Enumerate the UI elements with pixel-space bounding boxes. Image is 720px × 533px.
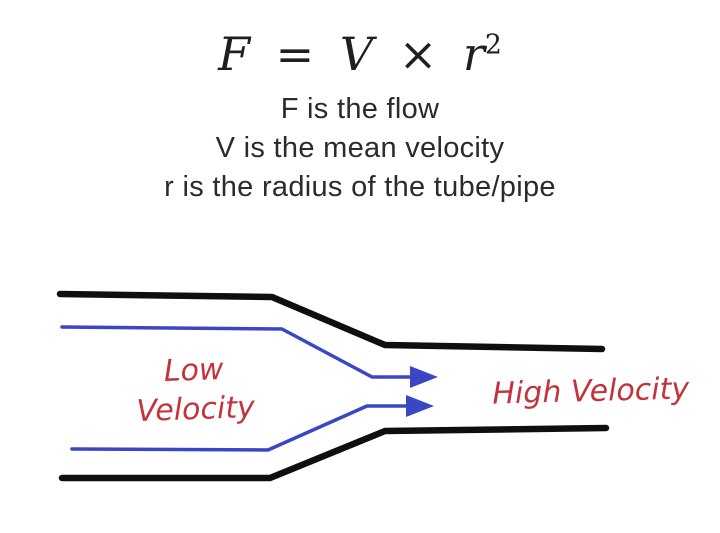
formula-flow-variable: F: [218, 27, 251, 81]
pipe-top-wall: [56, 290, 606, 353]
formula-velocity-variable: V: [339, 27, 374, 81]
formula-exponent: 2: [484, 29, 502, 61]
high-velocity-label: High Velocity: [492, 371, 691, 411]
low-velocity-label-line1: Low: [163, 352, 224, 389]
definitions-list: F is the flow V is the mean velocity r i…: [0, 90, 720, 207]
formula-block: F = V × r2 F is the flow V is the mean v…: [0, 26, 720, 207]
definition-radius: r is the radius of the tube/pipe: [164, 171, 556, 203]
formula-radius-variable: r: [462, 27, 485, 81]
upper-flow-arrow-icon: [410, 366, 438, 388]
formula-times-sign: ×: [398, 27, 438, 81]
definition-velocity: V is the mean velocity: [215, 132, 505, 164]
lower-flow-line: [70, 404, 408, 452]
formula: F = V × r2: [0, 26, 720, 82]
pipe-diagram: Low Velocity High Velocity: [56, 290, 691, 482]
lower-flow-arrow-icon: [406, 395, 434, 417]
definition-flow: F is the flow: [280, 93, 440, 125]
upper-flow-line: [60, 325, 412, 379]
pipe-bottom-wall: [58, 424, 610, 482]
low-velocity-label-line2: Velocity: [136, 390, 257, 429]
formula-equals-sign: =: [275, 27, 315, 81]
